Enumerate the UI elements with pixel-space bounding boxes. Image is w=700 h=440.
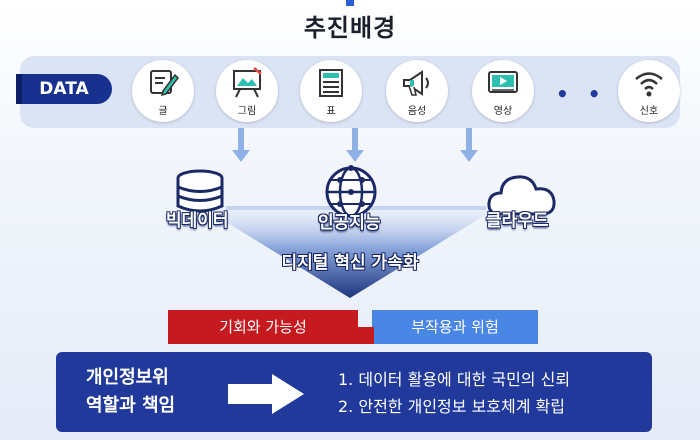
globe-network-icon: [325, 165, 377, 218]
role-title: 개인정보위 역할과 책임: [86, 364, 216, 420]
commitment-item: 1. 데이터 활용에 대한 국민의 신뢰: [338, 370, 571, 389]
data-type-text: 글: [132, 60, 194, 122]
commitment-panel: [56, 352, 652, 432]
role-line-1: 개인정보위: [86, 367, 169, 388]
data-type-signal: 신호: [618, 60, 680, 122]
cloud-icon: [487, 175, 556, 216]
funnel-shape: [200, 206, 500, 298]
data-type-table: 표: [300, 60, 362, 122]
video-icon: [488, 71, 518, 93]
transformation-label: 디지털 혁신 가속화: [281, 253, 419, 273]
data-type-label: 글: [158, 106, 168, 117]
commitment-list: 1. 데이터 활용에 대한 국민의 신뢰 2. 안전한 개인정보 보호체계 확립: [338, 366, 648, 420]
risk-box: 부작용과 위험: [372, 310, 538, 344]
data-type-label: 영상: [493, 106, 513, 117]
tech-label-cloud: 클라우드: [486, 211, 549, 231]
data-type-label: 그림: [237, 106, 257, 117]
role-line-2: 역할과 책임: [86, 395, 176, 416]
megaphone-icon: [403, 70, 429, 96]
top-marker: [346, 0, 354, 6]
connector-line: [352, 128, 358, 152]
page-title: 추진배경: [303, 14, 397, 42]
wifi-icon: [635, 72, 663, 97]
table-icon: [319, 69, 343, 97]
connector-line: [466, 128, 472, 152]
data-type-video: 영상: [472, 60, 534, 122]
right-arrow-icon: [228, 374, 304, 414]
tech-label-ai: 인공지능: [318, 213, 381, 233]
drawing-icon: [233, 67, 262, 98]
connector-line: [238, 128, 244, 152]
database-icon: [176, 169, 224, 213]
data-tag: DATA: [16, 74, 112, 104]
data-type-label: 표: [326, 106, 336, 117]
data-type-voice: 음성: [386, 60, 448, 122]
data-type-label: 음성: [407, 106, 427, 117]
down-arrow: [232, 150, 250, 162]
data-type-image: 그림: [216, 60, 278, 122]
opportunity-box: 기회와 가능성: [168, 310, 358, 344]
commitment-item: 2. 안전한 개인정보 보호체계 확립: [338, 397, 565, 416]
down-arrow: [346, 150, 364, 162]
data-type-label: 신호: [639, 106, 659, 117]
tech-label-bigdata: 빅데이터: [166, 211, 229, 231]
down-arrow: [460, 150, 478, 162]
writing-icon: [150, 70, 179, 97]
split-step: [356, 310, 374, 344]
